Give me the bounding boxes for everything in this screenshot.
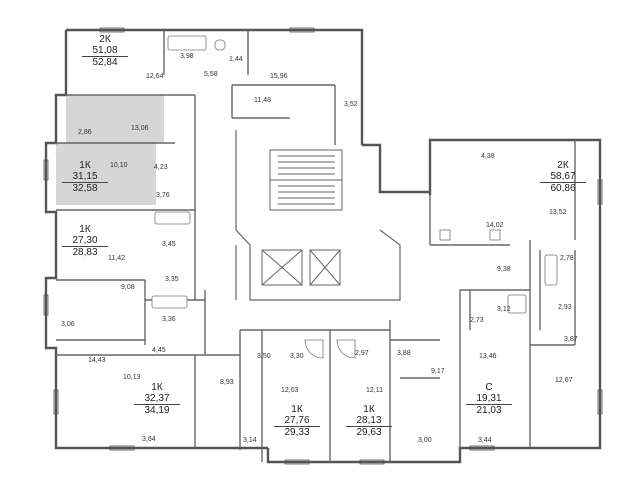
room-area: 12,64 bbox=[146, 73, 164, 80]
apartment-label: 1К 31,15 32,58 bbox=[62, 160, 108, 194]
corridor-walls bbox=[235, 130, 401, 301]
apartment-label: 1К 32,37 34,19 bbox=[134, 382, 180, 416]
living-area: 32,37 bbox=[144, 393, 170, 404]
room-area: 3,36 bbox=[162, 316, 176, 323]
apartment-type: С bbox=[485, 382, 493, 393]
living-area: 19,31 bbox=[476, 393, 502, 404]
room-area: 4,23 bbox=[154, 164, 168, 171]
room-area: 3,52 bbox=[344, 101, 358, 108]
room-area: 5,58 bbox=[204, 71, 218, 78]
total-area: 29,33 bbox=[274, 426, 320, 438]
apartment-type: 2К bbox=[557, 160, 569, 171]
apartment-type: 2К bbox=[99, 34, 111, 45]
room-area: 4,45 bbox=[152, 347, 166, 354]
total-area: 52,84 bbox=[82, 56, 128, 68]
highlighted-apartment bbox=[56, 95, 164, 205]
room-area: 3,87 bbox=[564, 336, 578, 343]
room-area: 1,44 bbox=[229, 56, 243, 63]
total-area: 32,58 bbox=[62, 182, 108, 194]
total-area: 29,63 bbox=[346, 426, 392, 438]
room-area: 13,46 bbox=[479, 353, 497, 360]
total-area: 34,19 bbox=[134, 404, 180, 416]
room-area: 3,12 bbox=[497, 306, 511, 313]
room-area: 14,02 bbox=[486, 222, 504, 229]
room-area: 3,76 bbox=[156, 192, 170, 199]
room-area: 3,98 bbox=[180, 53, 194, 60]
living-area: 51,08 bbox=[92, 45, 118, 56]
living-area: 31,15 bbox=[72, 171, 98, 182]
room-area: 13,52 bbox=[549, 209, 567, 216]
apartment-label: С 19,31 21,03 bbox=[466, 382, 512, 416]
apartment-label: 1К 27,76 29,33 bbox=[274, 404, 320, 438]
room-area: 4,38 bbox=[481, 153, 495, 160]
room-area: 11,42 bbox=[108, 255, 125, 262]
room-area: 3,14 bbox=[243, 437, 257, 444]
room-area: 3,50 bbox=[257, 353, 271, 360]
windows bbox=[43, 27, 603, 465]
apartment-type: 1К bbox=[291, 404, 303, 415]
room-area: 12,67 bbox=[555, 377, 573, 384]
living-area: 58,67 bbox=[550, 171, 576, 182]
living-area: 28,13 bbox=[356, 415, 382, 426]
apartment-label: 1К 28,13 29,63 bbox=[346, 404, 392, 438]
room-area: 13,06 bbox=[131, 125, 149, 132]
stairwell bbox=[269, 149, 343, 211]
room-area: 3,30 bbox=[290, 353, 304, 360]
room-area: 2,73 bbox=[470, 317, 484, 324]
interior-walls bbox=[56, 30, 576, 462]
room-area: 3,06 bbox=[61, 321, 75, 328]
room-area: 2,97 bbox=[355, 350, 369, 357]
room-area: 2,86 bbox=[78, 129, 92, 136]
total-area: 60,86 bbox=[540, 182, 586, 194]
apartment-label: 1К 27,30 28,83 bbox=[62, 224, 108, 258]
room-area: 9,08 bbox=[121, 284, 135, 291]
room-area: 12,03 bbox=[281, 387, 299, 394]
room-area: 9,38 bbox=[497, 266, 511, 273]
room-area: 11,48 bbox=[254, 97, 271, 104]
room-area: 2,93 bbox=[558, 304, 572, 311]
apartment-type: 1К bbox=[79, 160, 91, 171]
room-area: 8,93 bbox=[220, 379, 234, 386]
room-area: 3,45 bbox=[162, 241, 176, 248]
room-area: 10,13 bbox=[123, 374, 141, 381]
apartment-type: 1К bbox=[363, 404, 375, 415]
total-area: 21,03 bbox=[466, 404, 512, 416]
room-area: 9,17 bbox=[431, 368, 445, 375]
apartment-label: 2К 51,08 52,84 bbox=[82, 34, 128, 68]
living-area: 27,76 bbox=[284, 415, 310, 426]
total-area: 28,83 bbox=[62, 246, 108, 258]
elevators bbox=[261, 249, 341, 286]
room-area: 3,44 bbox=[478, 437, 492, 444]
room-area: 3,35 bbox=[165, 276, 179, 283]
room-area: 10,10 bbox=[110, 162, 128, 169]
room-area: 3,88 bbox=[397, 350, 411, 357]
bathroom-fixtures bbox=[151, 35, 558, 359]
room-area: 3,00 bbox=[418, 437, 432, 444]
room-area: 15,96 bbox=[270, 73, 288, 80]
room-area: 14,43 bbox=[88, 357, 106, 364]
living-area: 27,30 bbox=[72, 235, 98, 246]
apartment-label: 2К 58,67 60,86 bbox=[540, 160, 586, 194]
apartment-type: 1К bbox=[79, 224, 91, 235]
room-area: 2,78 bbox=[560, 255, 574, 262]
apartment-type: 1К bbox=[151, 382, 163, 393]
room-area: 12,11 bbox=[366, 387, 383, 394]
room-area: 3,64 bbox=[142, 436, 156, 443]
